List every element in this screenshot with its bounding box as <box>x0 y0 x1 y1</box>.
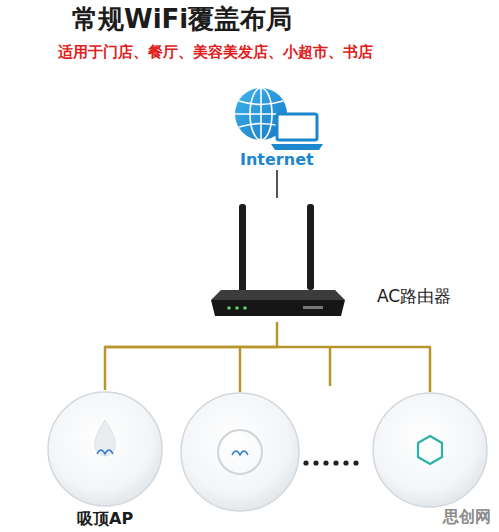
ceiling-ap: 吸顶AP <box>45 390 165 530</box>
ac-router: AC路由器 <box>207 198 347 322</box>
dots <box>303 460 358 465</box>
ceiling-ap-2 <box>181 393 299 511</box>
connector <box>276 170 278 198</box>
node-label: Internet <box>240 150 314 169</box>
ceiling-ap-symbol <box>45 390 165 508</box>
diagram-title: 常规WiFi覆盖布局 <box>72 4 292 35</box>
internet-icon: Internet <box>227 84 327 170</box>
router-symbol <box>207 198 347 322</box>
ceiling-ap-3 <box>373 393 487 507</box>
connector <box>105 322 277 390</box>
node-label: 吸顶AP <box>77 509 133 528</box>
node-label: AC路由器 <box>377 286 451 306</box>
subtitle: 适用于门店、餐厅、美容美发店、小超市、书店 <box>58 43 373 61</box>
ap-bus-wires <box>105 347 431 392</box>
watermark: 思创网 <box>443 507 491 526</box>
